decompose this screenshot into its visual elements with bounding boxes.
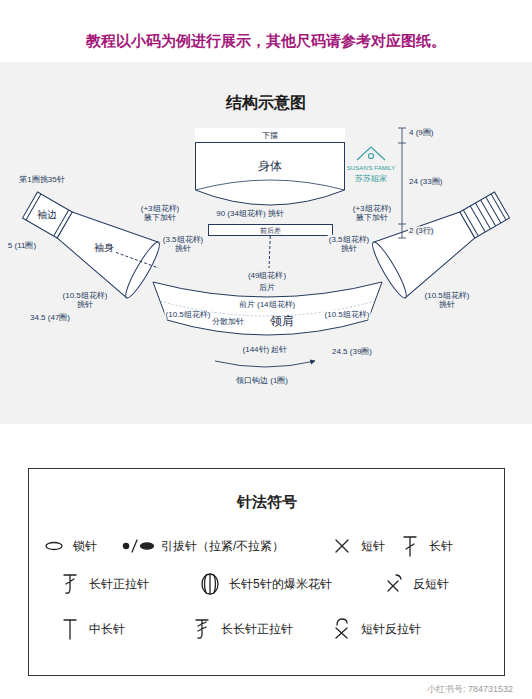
dashed-connector <box>116 252 159 268</box>
sleeve-part: 袖身 <box>92 240 116 256</box>
legend-entry: 引拔针（拉紧/不拉紧） <box>121 534 284 558</box>
stitch-glyph <box>404 537 416 556</box>
dimension-label: 领口钩边 (1圈) <box>235 376 289 385</box>
body-outline <box>196 129 345 206</box>
dimension-label: 第1圈挑35针 <box>18 175 65 184</box>
dimension-label: 24 (33圈) <box>408 177 443 186</box>
legend-text: 引拔针（拉紧/不拉紧） <box>161 538 284 555</box>
stitch-symbol <box>121 534 155 558</box>
yoke-outline <box>153 282 382 335</box>
node-label: 身体 <box>195 158 345 175</box>
dimension-label: (10.5组花样) <box>324 310 371 319</box>
watermark-house <box>357 147 385 160</box>
node-label: 袖边 <box>37 208 57 222</box>
legend-entry: 短针反拉针 <box>329 617 421 641</box>
legend-text: 长长针正拉针 <box>221 621 293 638</box>
stitch-symbol <box>381 572 407 596</box>
legend-text: 锁针 <box>73 538 97 555</box>
legend-entry: 短针 <box>329 534 385 558</box>
stitch-symbol <box>41 534 67 558</box>
hem-band: 下摆 <box>195 128 345 143</box>
legend-entry: 长针正拉针 <box>57 572 149 596</box>
cuff-part: 袖边 <box>35 207 59 223</box>
diagram-title: 结构示意图 <box>0 93 532 114</box>
stitch-glyph <box>64 620 76 639</box>
dimension-label: (10.5组花样) <box>165 310 212 319</box>
left-sleeve <box>14 177 164 300</box>
legend-text: 短针反拉针 <box>361 621 421 638</box>
dashed-connector <box>269 236 270 268</box>
dimension-label: (3.5组花样) 挑针 <box>162 235 204 253</box>
watermark: 小红书号: 784731532 <box>426 684 514 694</box>
stitch-glyph <box>64 575 76 593</box>
dimension-label: 90 (34组花样) 挑针 <box>215 209 285 218</box>
legend-text: 长针 <box>429 538 453 555</box>
dimension-label: 前片 (14组花样) <box>238 300 296 309</box>
stitch-symbol <box>57 572 83 596</box>
dimension-label: 34.5 (47圈) <box>29 313 71 322</box>
panel-ground <box>0 62 532 424</box>
legend-entry: 长针 <box>397 534 453 558</box>
dimension-label: 5 (11圈) <box>7 241 37 250</box>
legend-text: 中长针 <box>89 621 125 638</box>
stitch-symbol <box>397 534 423 558</box>
dimension-label: 分散加针 <box>211 317 245 326</box>
front-back-band: 前后差 <box>208 224 333 236</box>
stitch-symbol <box>57 617 83 641</box>
dimension-label: (144针) 起针 <box>242 345 289 354</box>
dimension-label: (10.5组花样) 挑针 <box>62 291 109 309</box>
node-label: 下摆 <box>262 130 278 141</box>
dimension-label: 4 (9圈) <box>408 128 434 137</box>
node-label: 袖身 <box>94 241 114 255</box>
dimension-label: (3.5组花样) 挑针 <box>328 235 370 253</box>
dimension-label: (10.5组花样) 挑针 <box>424 291 471 309</box>
stitch-symbol <box>329 534 355 558</box>
watermark: SUSAN'S FAMILY <box>346 165 396 172</box>
dimension-label: 2 (3行) <box>408 226 434 235</box>
legend-entry: 长针5针的爆米花针 <box>197 572 332 596</box>
node-label: 针法符号 <box>29 493 504 512</box>
stitch-glyph <box>388 575 401 591</box>
dimension-label: 后片 <box>258 283 276 292</box>
cast-on-arrow <box>215 361 315 367</box>
dimension-label: (49组花样) <box>247 271 287 280</box>
stitch-glyph <box>46 543 62 550</box>
legend-entry: 长长针正拉针 <box>189 617 293 641</box>
body-panel: 身体下摆 <box>195 128 345 206</box>
stitch-symbol <box>197 572 223 596</box>
stitch-glyph <box>123 540 153 552</box>
dimension-label: (+3组花样) 腋下加针 <box>352 204 392 222</box>
legend-box: 针法符号锁针 引拔针（拉紧/不拉紧） 短针 长针长针正拉针 长针5针的爆米花针 反短针中长… <box>28 468 505 676</box>
stitch-symbol <box>329 617 355 641</box>
legend-text: 长针5针的爆米花针 <box>229 576 332 593</box>
legend-text: 反短针 <box>413 576 449 593</box>
node-label: 前后差 <box>260 227 281 234</box>
stitch-glyph <box>336 619 347 638</box>
right-sleeve <box>368 177 518 300</box>
legend-entry: 锁针 <box>41 534 97 558</box>
legend-text: 短针 <box>361 538 385 555</box>
dimension-label: (+3组花样) 腋下加针 <box>140 204 180 222</box>
legend-entry: 中长针 <box>57 617 125 641</box>
dimension-label: 24.5 (39圈) <box>331 347 373 356</box>
stitch-glyph <box>196 620 208 638</box>
body-lens <box>196 180 345 190</box>
legend-entry: 反短针 <box>381 572 449 596</box>
stitch-glyph <box>202 574 218 594</box>
stitch-glyph <box>336 540 348 552</box>
watermark: 苏苏姐家 <box>354 174 388 183</box>
legend-text: 长针正拉针 <box>89 576 149 593</box>
stitch-symbol <box>189 617 215 641</box>
height-dimension <box>398 128 406 238</box>
caption-text: 教程以小码为例进行展示，其他尺码请参考对应图纸。 <box>0 32 532 51</box>
